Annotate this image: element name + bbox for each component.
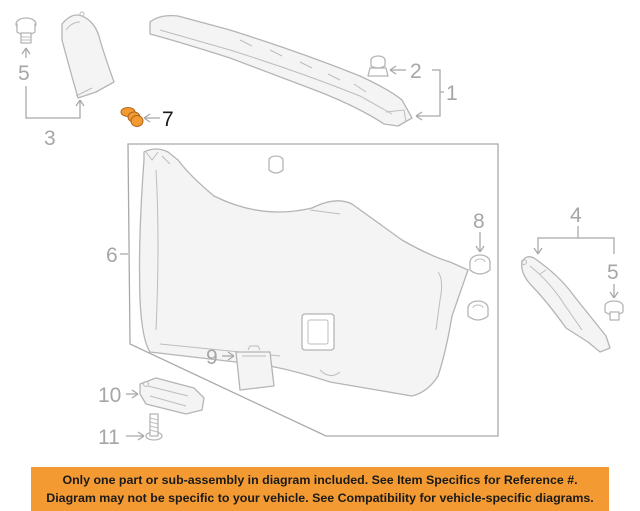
part-center-clip [268,155,284,174]
part-6-liftgate-trim-panel [138,148,469,397]
disclaimer-banner: Only one part or sub-assembly in diagram… [31,467,609,511]
part-1-upper-garnish [149,14,413,127]
part-6-outline [127,143,499,437]
callout-5-left: 5 [18,62,30,85]
disclaimer-line-1: Only one part or sub-assembly in diagram… [62,473,578,487]
part-5-clip-left [15,17,37,44]
callout-8: 8 [473,210,485,233]
callout-10: 10 [98,384,121,407]
callout-11: 11 [98,426,120,449]
callout-3: 3 [44,127,56,150]
leader-lines [21,47,619,441]
part-9-cover [235,345,275,391]
part-5-clip-right [604,300,624,321]
part-8-clip-upper [469,254,491,275]
callout-5-right: 5 [607,261,619,284]
part-8-clip-lower [467,300,489,321]
callout-9: 9 [206,346,218,369]
callout-6: 6 [106,244,118,267]
exploded-view-drawing: 5 3 2 1 7 6 8 4 5 9 10 11 [15,11,624,449]
callout-7-highlighted: 7 [162,108,174,131]
part-3-pillar-trim [61,11,115,99]
callout-1: 1 [446,82,458,105]
part-7-clip-highlighted [120,107,144,127]
callout-4: 4 [570,204,582,227]
disclaimer-line-2: Diagram may not be specific to your vehi… [46,491,594,505]
part-2-clip [367,55,389,77]
callout-2: 2 [410,60,422,83]
part-4-side-trim [521,256,611,353]
part-10-handle [139,377,205,415]
part-11-bolt [145,413,163,441]
